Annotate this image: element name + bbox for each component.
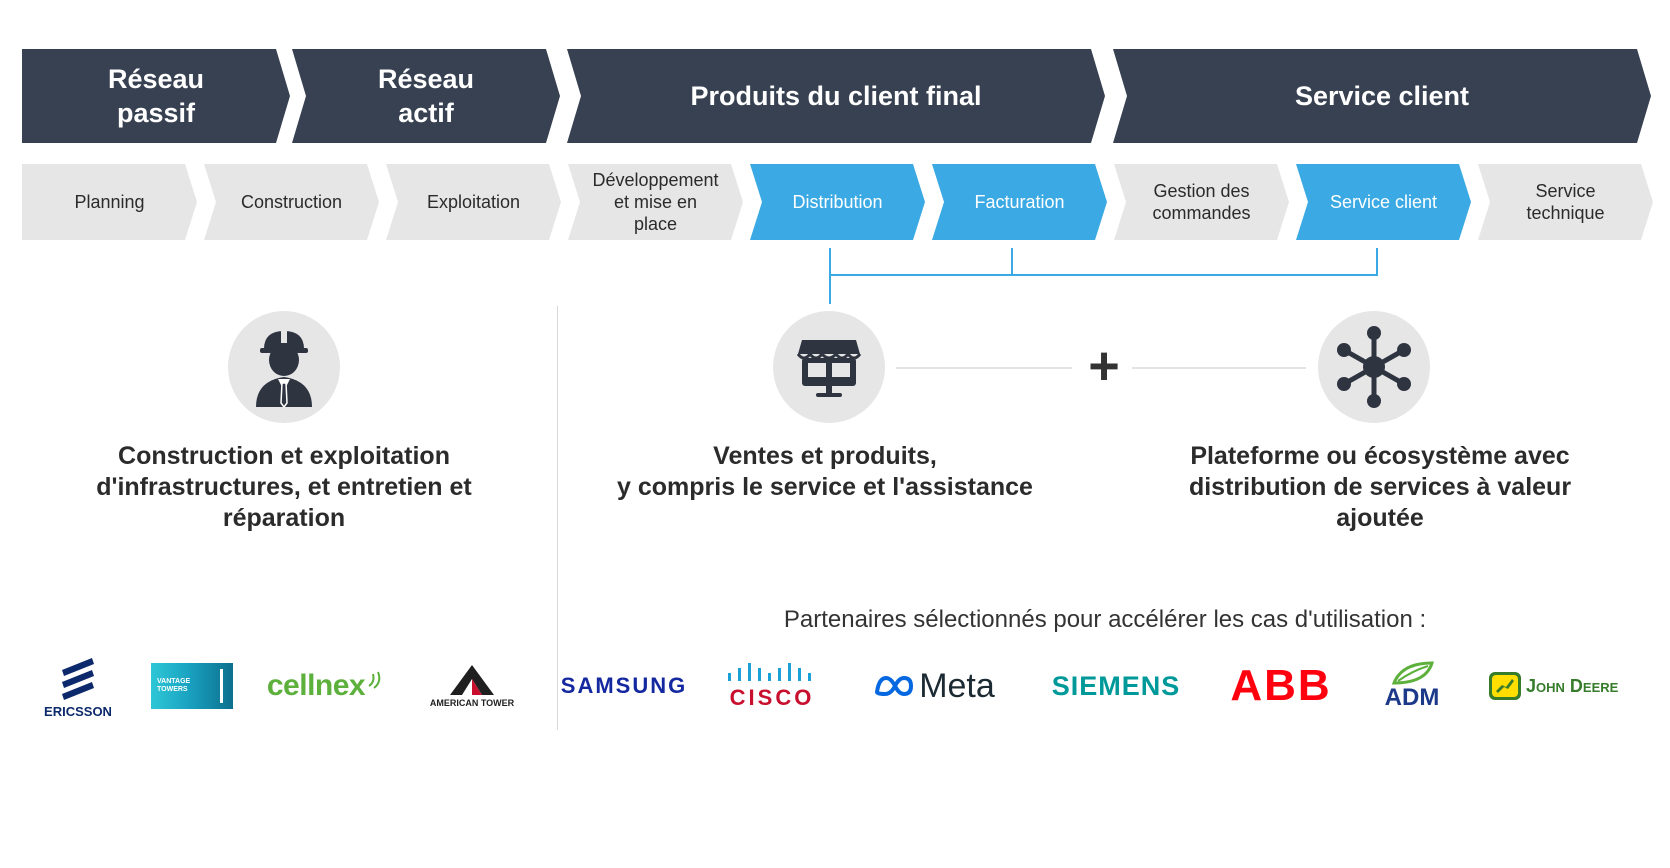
step-service-technique: Service technique (1478, 164, 1653, 240)
siemens-logo: SIEMENS (1051, 670, 1181, 701)
vantage-towers-logo: VANTAGE TOWERS (151, 663, 233, 709)
cellnex-logo: cellnex (266, 664, 386, 708)
john-deere-logo: John Deere (1488, 668, 1656, 704)
adm-logo: ADM (1375, 656, 1449, 716)
bracket-leg-distribution (829, 248, 831, 304)
step-planning: Planning (22, 164, 197, 240)
step-exploitation: Exploitation (386, 164, 561, 240)
ericsson-logo: ERICSSON (38, 652, 118, 722)
meta-logo: Meta (864, 664, 1004, 708)
meta-infinity-icon (875, 675, 914, 697)
vantage-vt-mark (220, 669, 223, 703)
section-divider (557, 306, 558, 730)
american-tower-logo: AMERICAN TOWER (416, 660, 528, 712)
step-gestion-commandes: Gestion des commandes (1114, 164, 1289, 240)
stage-reseau-actif: Réseau actif (292, 49, 560, 143)
stage-reseau-passif: Réseau passif (22, 49, 290, 143)
network-hub-icon (1337, 326, 1411, 408)
store-circle (773, 311, 885, 423)
cisco-bars-icon (728, 663, 811, 681)
section-description-plateforme: Plateforme ou écosystème avec distributi… (1188, 442, 1572, 532)
john-deere-deer-icon (1489, 672, 1521, 700)
connector-line-left (896, 367, 1072, 369)
samsung-logo: SAMSUNG (560, 673, 688, 698)
adm-leaf-icon (1391, 661, 1435, 685)
plus-sign: + (1088, 336, 1120, 396)
worker-circle (228, 311, 340, 423)
stage-produits-client-final: Produits du client final (567, 49, 1105, 143)
step-distribution: Distribution (750, 164, 925, 240)
step-facturation: Facturation (932, 164, 1107, 240)
section-description-ventes: Ventes et produits, y compris le service… (617, 442, 1033, 501)
step-developpement: Développement et mise en place (568, 164, 743, 240)
american-tower-mark-icon (450, 664, 494, 695)
storefront-icon (796, 340, 862, 397)
bracket-leg-facturation (1011, 248, 1013, 275)
signal-waves-icon (368, 671, 381, 689)
partners-title: Partenaires sélectionnés pour accélérer … (783, 606, 1427, 633)
construction-worker-icon (256, 329, 312, 407)
bracket-leg-service-client (1376, 248, 1378, 275)
bracket-horizontal-line (829, 274, 1378, 276)
connector-line-right (1132, 367, 1306, 369)
network-circle (1318, 311, 1430, 423)
stage-service-client: Service client (1113, 49, 1651, 143)
ericsson-mark-icon (62, 657, 94, 700)
step-service-client: Service client (1296, 164, 1471, 240)
abb-logo: ABB (1230, 661, 1332, 710)
cisco-logo: CISCO (724, 662, 820, 712)
section-description-infrastructure: Construction et exploitation d'infrastru… (96, 442, 472, 532)
step-construction: Construction (204, 164, 379, 240)
